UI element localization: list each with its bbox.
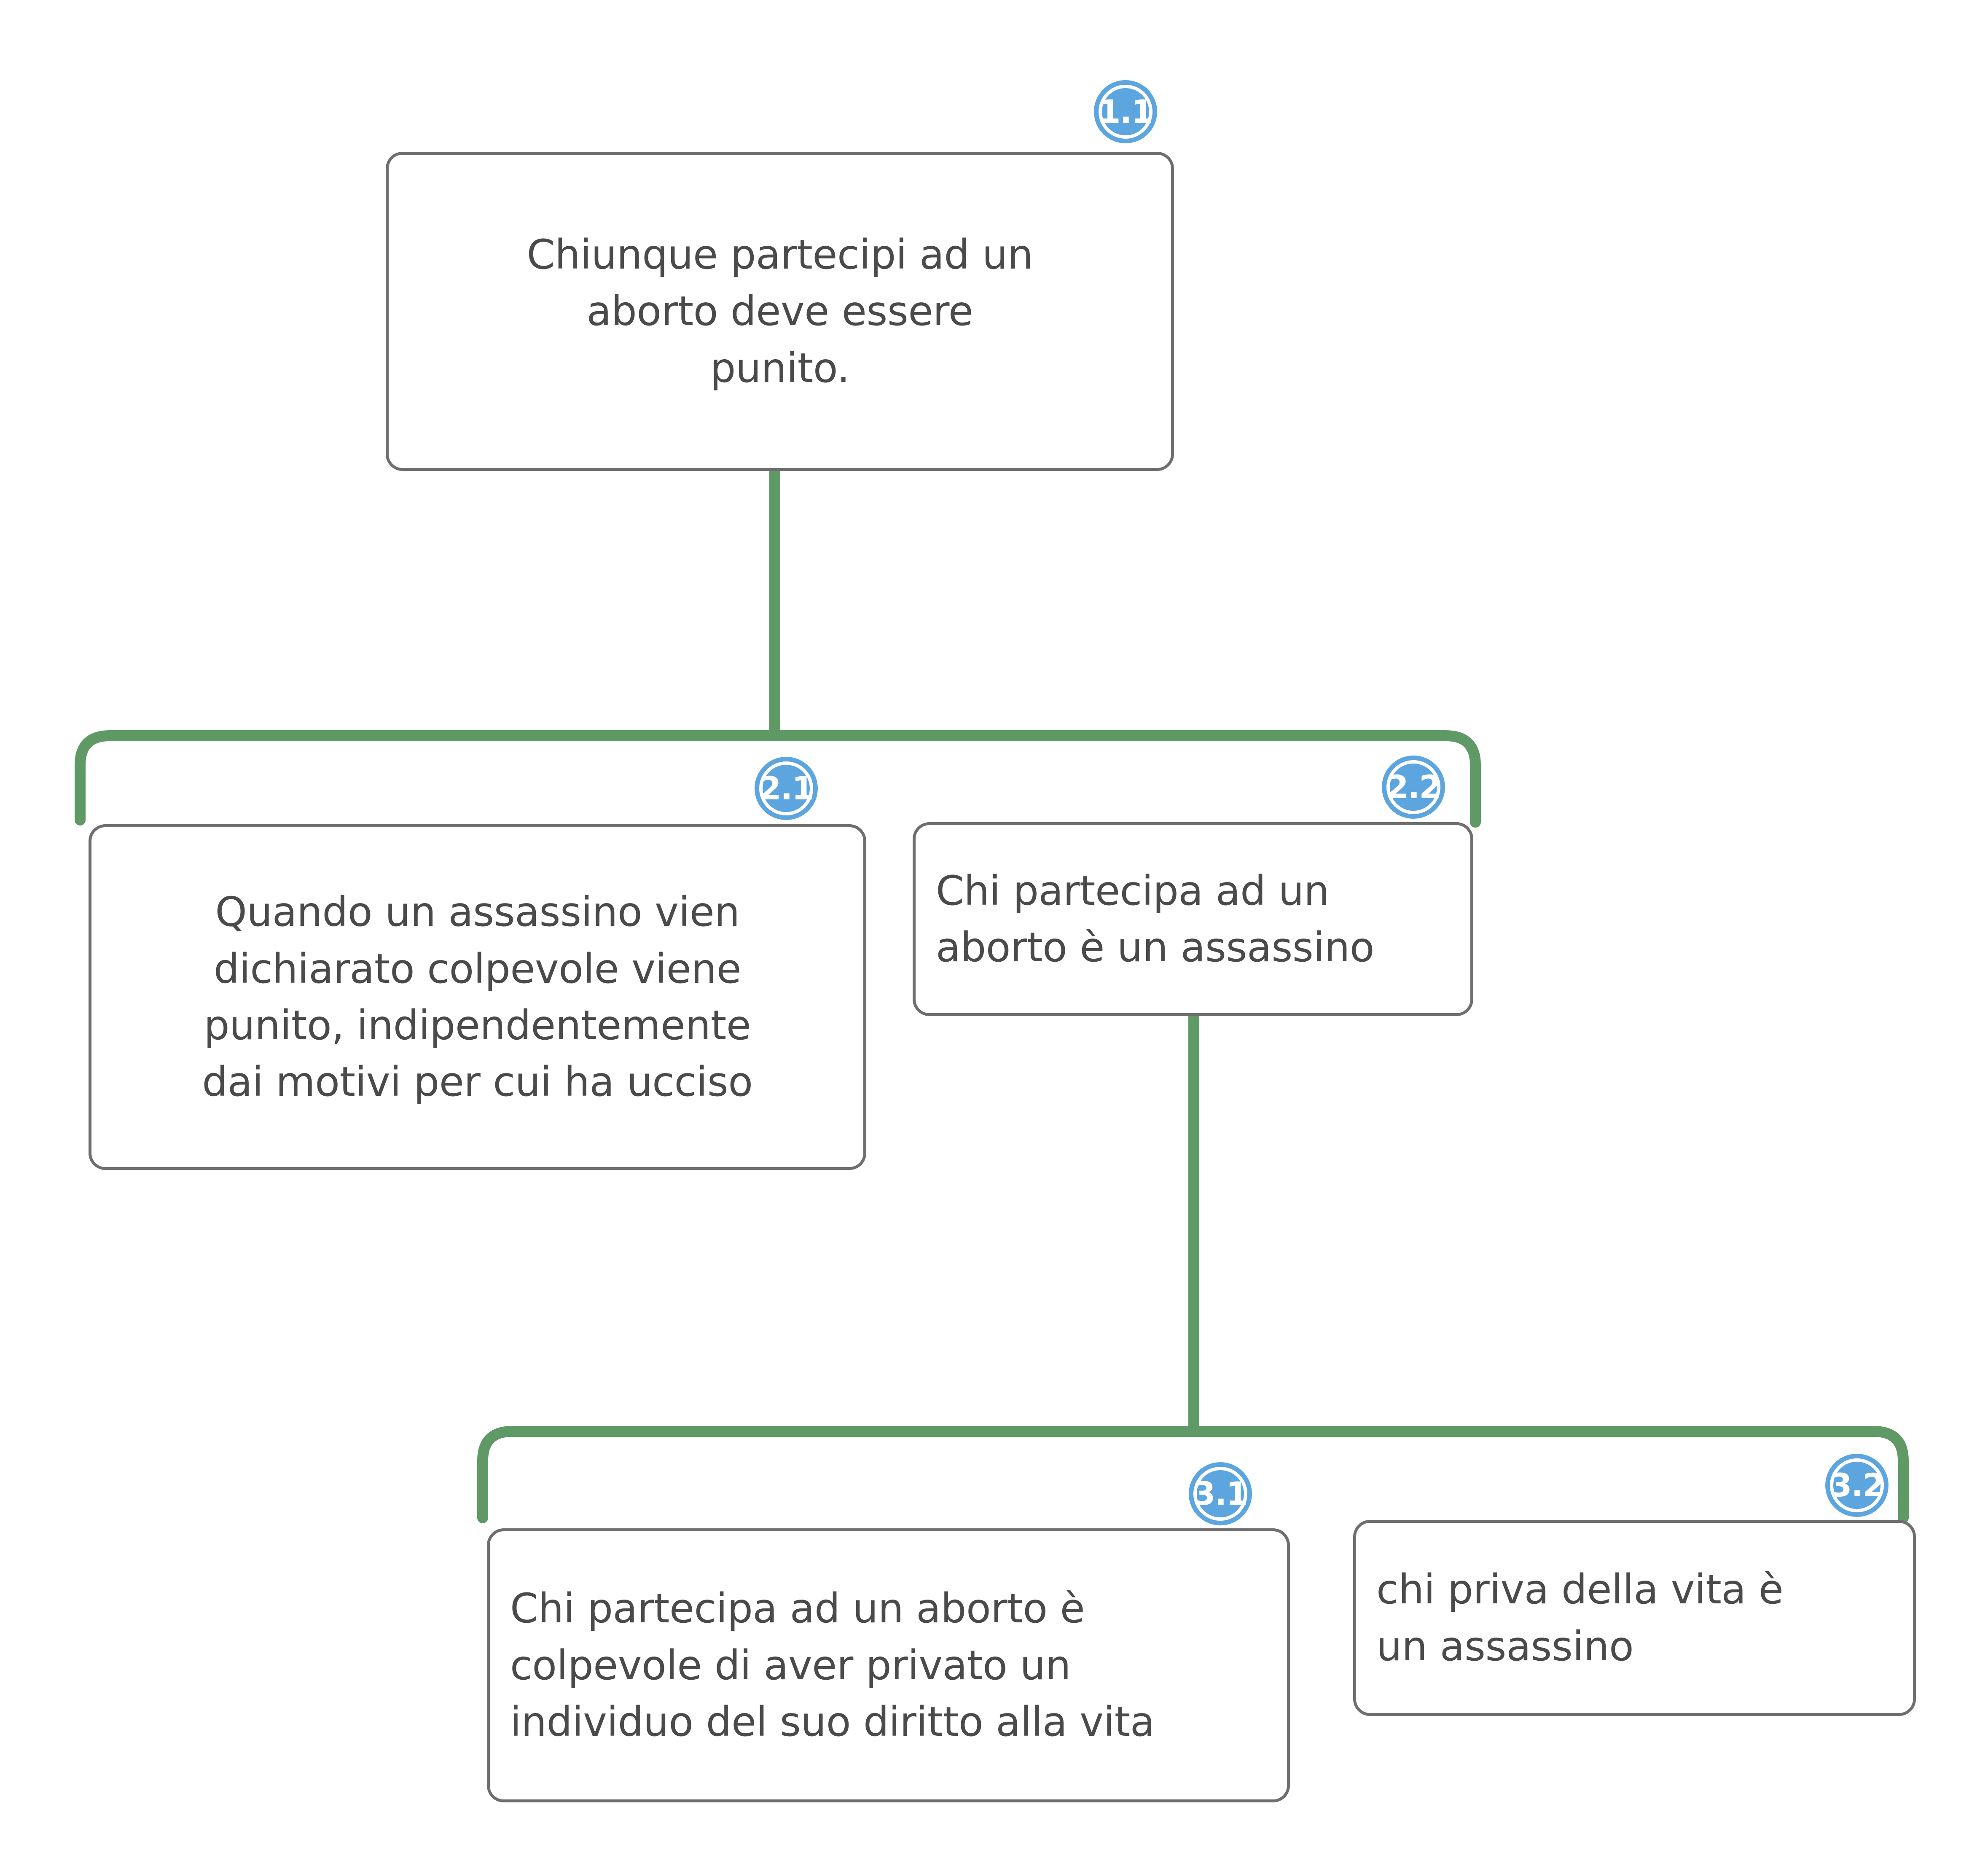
argument-node-2-2[interactable]: Chi partecipa ad un aborto è un assassin… [913, 822, 1473, 1016]
node-badge-2-2[interactable]: 2.2 [1382, 756, 1445, 819]
argument-node-1-1-text: Chiunque partecipi ad un aborto deve ess… [527, 231, 1033, 392]
argument-node-3-2-text: chi priva della vita è un assassino [1376, 1566, 1784, 1670]
argument-node-2-1[interactable]: Quando un assassino vien dichiarato colp… [89, 824, 866, 1170]
node-badge-3-1-label: 3.1 [1193, 1475, 1249, 1512]
node-badge-3-1[interactable]: 3.1 [1189, 1462, 1252, 1525]
node-badge-2-1[interactable]: 2.1 [755, 757, 818, 820]
node-badge-2-1-label: 2.1 [759, 769, 814, 807]
node-badge-3-2-label: 3.2 [1829, 1466, 1885, 1504]
argument-node-2-2-text: Chi partecipa ad un aborto è un assassin… [936, 867, 1375, 971]
argument-node-3-1[interactable]: Chi partecipa ad un aborto è colpevole d… [487, 1528, 1290, 1802]
node-badge-1-1[interactable]: 1.1 [1094, 80, 1157, 143]
argument-node-2-1-text: Quando un assassino vien dichiarato colp… [202, 888, 753, 1106]
argument-node-3-1-text: Chi partecipa ad un aborto è colpevole d… [510, 1585, 1155, 1746]
argument-node-3-2[interactable]: chi priva della vita è un assassino [1353, 1520, 1916, 1716]
node-badge-2-2-label: 2.2 [1386, 768, 1442, 806]
node-badge-1-1-label: 1.1 [1098, 93, 1154, 130]
node-badge-3-2[interactable]: 3.2 [1825, 1454, 1889, 1517]
argument-node-1-1[interactable]: Chiunque partecipi ad un aborto deve ess… [386, 152, 1174, 471]
